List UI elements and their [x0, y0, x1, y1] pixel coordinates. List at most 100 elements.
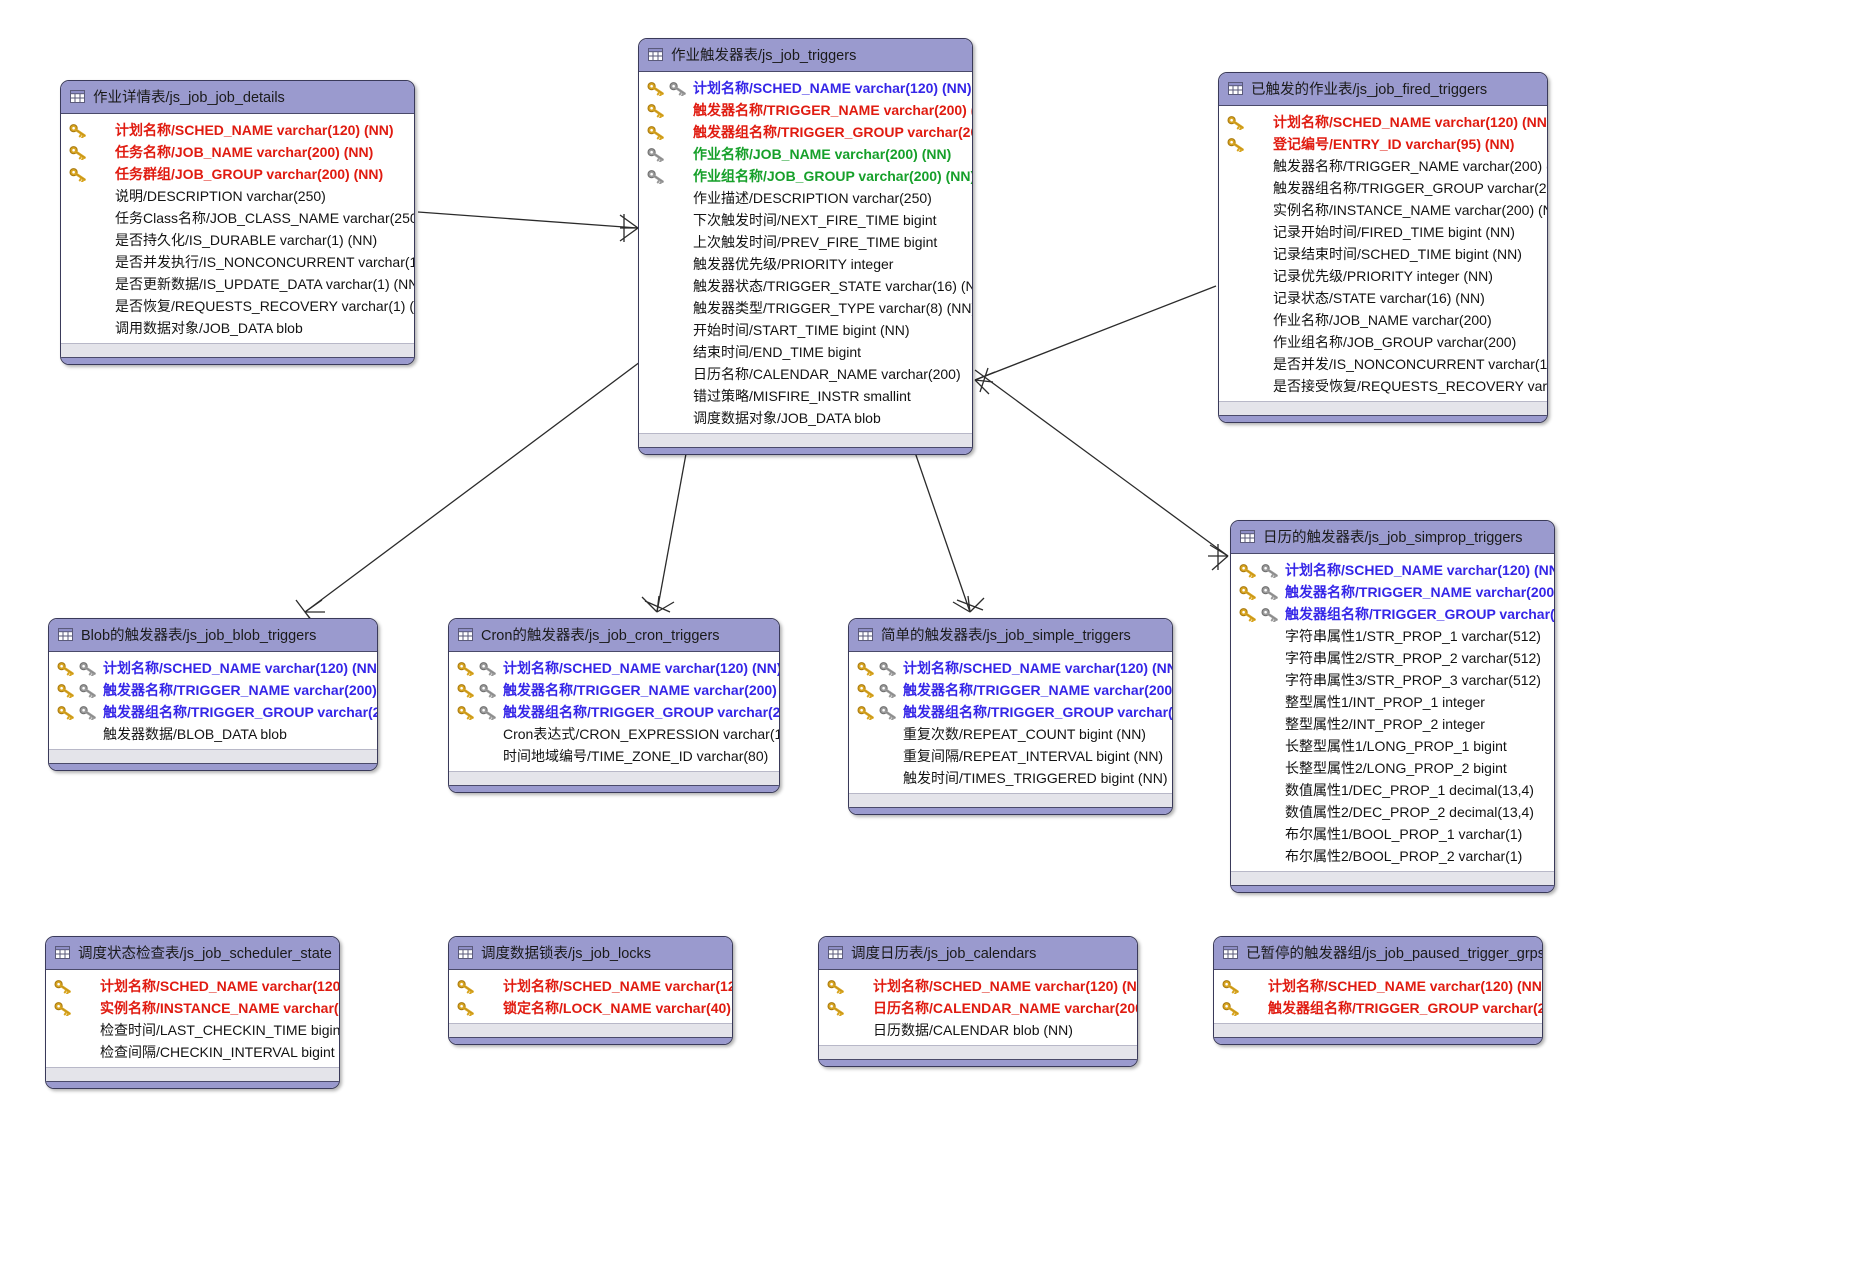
table-field-row[interactable]: 时间地域编号/TIME_ZONE_ID varchar(80) — [449, 745, 779, 767]
table-field-row[interactable]: 触发器组名称/TRIGGER_GROUP varchar(200) (NN) — [449, 701, 779, 723]
table-field-row[interactable]: 错过策略/MISFIRE_INSTR smallint — [639, 385, 972, 407]
table-field-row[interactable]: 触发器名称/TRIGGER_NAME varchar(200) (NN) — [1219, 155, 1547, 177]
table-field-row[interactable]: 计划名称/SCHED_NAME varchar(120) (NN) — [449, 975, 732, 997]
table-field-row[interactable]: 长整型属性2/LONG_PROP_2 bigint — [1231, 757, 1554, 779]
table-field-row[interactable]: 字符串属性3/STR_PROP_3 varchar(512) — [1231, 669, 1554, 691]
table-field-row[interactable]: 记录开始时间/FIRED_TIME bigint (NN) — [1219, 221, 1547, 243]
table-header-job_locks[interactable]: 调度数据锁表/js_job_locks — [449, 937, 732, 970]
table-field-row[interactable]: 记录状态/STATE varchar(16) (NN) — [1219, 287, 1547, 309]
entity-table-job_paused_trigger_grps[interactable]: 已暂停的触发器组/js_job_paused_trigger_grps 计划名称/… — [1213, 936, 1543, 1045]
table-field-row[interactable]: 计划名称/SCHED_NAME varchar(120) (NN) — [1231, 559, 1554, 581]
table-field-row[interactable]: 实例名称/INSTANCE_NAME varchar(200) (NN) — [46, 997, 339, 1019]
table-field-row[interactable]: 作业组名称/JOB_GROUP varchar(200) (NN) — [639, 165, 972, 187]
table-field-row[interactable]: 日历名称/CALENDAR_NAME varchar(200) (NN) — [819, 997, 1137, 1019]
table-header-job_paused_trigger_grps[interactable]: 已暂停的触发器组/js_job_paused_trigger_grps — [1214, 937, 1542, 970]
entity-table-job_scheduler_state[interactable]: 调度状态检查表/js_job_scheduler_state 计划名称/SCHED… — [45, 936, 340, 1089]
table-field-row[interactable]: 触发器优先级/PRIORITY integer — [639, 253, 972, 275]
table-field-row[interactable]: 计划名称/SCHED_NAME varchar(120) (NN) — [449, 657, 779, 679]
table-field-row[interactable]: Cron表达式/CRON_EXPRESSION varchar(120) (NN… — [449, 723, 779, 745]
table-field-row[interactable]: 是否并发执行/IS_NONCONCURRENT varchar(1) (NN) — [61, 251, 414, 273]
table-field-row[interactable]: 触发器名称/TRIGGER_NAME varchar(200) (NN) — [49, 679, 377, 701]
table-field-row[interactable]: 计划名称/SCHED_NAME varchar(120) (NN) — [849, 657, 1172, 679]
entity-table-job_triggers[interactable]: 作业触发器表/js_job_triggers 计划名称/SCHED_NAME va… — [638, 38, 973, 455]
entity-table-job_simple_triggers[interactable]: 简单的触发器表/js_job_simple_triggers 计划名称/SCHED… — [848, 618, 1173, 815]
table-field-row[interactable]: 调用数据对象/JOB_DATA blob — [61, 317, 414, 339]
table-header-job_fired_triggers[interactable]: 已触发的作业表/js_job_fired_triggers — [1219, 73, 1547, 106]
entity-table-job_locks[interactable]: 调度数据锁表/js_job_locks 计划名称/SCHED_NAME varch… — [448, 936, 733, 1045]
table-field-row[interactable]: 上次触发时间/PREV_FIRE_TIME bigint — [639, 231, 972, 253]
table-field-row[interactable]: 触发器数据/BLOB_DATA blob — [49, 723, 377, 745]
table-field-row[interactable]: 作业名称/JOB_NAME varchar(200) (NN) — [639, 143, 972, 165]
table-field-row[interactable]: 计划名称/SCHED_NAME varchar(120) (NN) — [1219, 111, 1547, 133]
table-field-row[interactable]: 是否恢复/REQUESTS_RECOVERY varchar(1) (NN) — [61, 295, 414, 317]
table-field-row[interactable]: 任务名称/JOB_NAME varchar(200) (NN) — [61, 141, 414, 163]
table-field-row[interactable]: 任务群组/JOB_GROUP varchar(200) (NN) — [61, 163, 414, 185]
table-field-row[interactable]: 重复次数/REPEAT_COUNT bigint (NN) — [849, 723, 1172, 745]
table-field-row[interactable]: 触发器组名称/TRIGGER_GROUP varchar(200) (NN) — [49, 701, 377, 723]
table-field-row[interactable]: 触发器名称/TRIGGER_NAME varchar(200) (NN) — [849, 679, 1172, 701]
table-field-row[interactable]: 是否并发/IS_NONCONCURRENT varchar(1) — [1219, 353, 1547, 375]
table-field-row[interactable]: 计划名称/SCHED_NAME varchar(120) (NN) — [49, 657, 377, 679]
entity-table-job_calendars[interactable]: 调度日历表/js_job_calendars 计划名称/SCHED_NAME va… — [818, 936, 1138, 1067]
table-field-row[interactable]: 整型属性2/INT_PROP_2 integer — [1231, 713, 1554, 735]
table-field-row[interactable]: 触发器组名称/TRIGGER_GROUP varchar(200) (NN) — [1219, 177, 1547, 199]
table-header-job_simple_triggers[interactable]: 简单的触发器表/js_job_simple_triggers — [849, 619, 1172, 652]
table-header-job_calendars[interactable]: 调度日历表/js_job_calendars — [819, 937, 1137, 970]
table-field-row[interactable]: 日历数据/CALENDAR blob (NN) — [819, 1019, 1137, 1041]
table-field-row[interactable]: 是否接受恢复/REQUESTS_RECOVERY varchar(1) — [1219, 375, 1547, 397]
table-field-row[interactable]: 字符串属性2/STR_PROP_2 varchar(512) — [1231, 647, 1554, 669]
table-field-row[interactable]: 记录优先级/PRIORITY integer (NN) — [1219, 265, 1547, 287]
table-field-row[interactable]: 结束时间/END_TIME bigint — [639, 341, 972, 363]
table-field-row[interactable]: 开始时间/START_TIME bigint (NN) — [639, 319, 972, 341]
table-field-row[interactable]: 计划名称/SCHED_NAME varchar(120) (NN) — [1214, 975, 1542, 997]
table-field-row[interactable]: 长整型属性1/LONG_PROP_1 bigint — [1231, 735, 1554, 757]
table-field-row[interactable]: 触发器组名称/TRIGGER_GROUP varchar(200) (NN) — [1231, 603, 1554, 625]
table-header-job_triggers[interactable]: 作业触发器表/js_job_triggers — [639, 39, 972, 72]
table-field-row[interactable]: 计划名称/SCHED_NAME varchar(120) (NN) — [46, 975, 339, 997]
table-header-job_blob_triggers[interactable]: Blob的触发器表/js_job_blob_triggers — [49, 619, 377, 652]
entity-table-job_cron_triggers[interactable]: Cron的触发器表/js_job_cron_triggers 计划名称/SCHED… — [448, 618, 780, 793]
table-field-row[interactable]: 数值属性2/DEC_PROP_2 decimal(13,4) — [1231, 801, 1554, 823]
table-field-row[interactable]: 布尔属性2/BOOL_PROP_2 varchar(1) — [1231, 845, 1554, 867]
table-field-row[interactable]: 作业组名称/JOB_GROUP varchar(200) — [1219, 331, 1547, 353]
table-field-row[interactable]: 触发器状态/TRIGGER_STATE varchar(16) (NN) — [639, 275, 972, 297]
table-field-row[interactable]: 作业名称/JOB_NAME varchar(200) — [1219, 309, 1547, 331]
table-field-row[interactable]: 作业描述/DESCRIPTION varchar(250) — [639, 187, 972, 209]
table-field-row[interactable]: 字符串属性1/STR_PROP_1 varchar(512) — [1231, 625, 1554, 647]
table-field-row[interactable]: 锁定名称/LOCK_NAME varchar(40) (NN) — [449, 997, 732, 1019]
table-field-row[interactable]: 检查时间/LAST_CHECKIN_TIME bigint (NN) — [46, 1019, 339, 1041]
table-field-row[interactable]: 触发时间/TIMES_TRIGGERED bigint (NN) — [849, 767, 1172, 789]
entity-table-job_simprop_triggers[interactable]: 日历的触发器表/js_job_simprop_triggers 计划名称/SCHE… — [1230, 520, 1555, 893]
table-field-row[interactable]: 触发器名称/TRIGGER_NAME varchar(200) (NN) — [639, 99, 972, 121]
table-field-row[interactable]: 下次触发时间/NEXT_FIRE_TIME bigint — [639, 209, 972, 231]
table-header-job_simprop_triggers[interactable]: 日历的触发器表/js_job_simprop_triggers — [1231, 521, 1554, 554]
entity-table-job_blob_triggers[interactable]: Blob的触发器表/js_job_blob_triggers 计划名称/SCHED… — [48, 618, 378, 771]
table-field-row[interactable]: 触发器名称/TRIGGER_NAME varchar(200) (NN) — [1231, 581, 1554, 603]
table-field-row[interactable]: 说明/DESCRIPTION varchar(250) — [61, 185, 414, 207]
table-field-row[interactable]: 触发器类型/TRIGGER_TYPE varchar(8) (NN) — [639, 297, 972, 319]
table-field-row[interactable]: 整型属性1/INT_PROP_1 integer — [1231, 691, 1554, 713]
table-field-row[interactable]: 实例名称/INSTANCE_NAME varchar(200) (NN) — [1219, 199, 1547, 221]
table-field-row[interactable]: 是否持久化/IS_DURABLE varchar(1) (NN) — [61, 229, 414, 251]
table-field-row[interactable]: 触发器名称/TRIGGER_NAME varchar(200) (NN) — [449, 679, 779, 701]
table-field-row[interactable]: 触发器组名称/TRIGGER_GROUP varchar(200) (NN) — [1214, 997, 1542, 1019]
table-field-row[interactable]: 触发器组名称/TRIGGER_GROUP varchar(200) (NN) — [639, 121, 972, 143]
table-field-row[interactable]: 记录结束时间/SCHED_TIME bigint (NN) — [1219, 243, 1547, 265]
table-header-job_cron_triggers[interactable]: Cron的触发器表/js_job_cron_triggers — [449, 619, 779, 652]
table-header-job_scheduler_state[interactable]: 调度状态检查表/js_job_scheduler_state — [46, 937, 339, 970]
table-header-job_job_details[interactable]: 作业详情表/js_job_job_details — [61, 81, 414, 114]
table-field-row[interactable]: 日历名称/CALENDAR_NAME varchar(200) — [639, 363, 972, 385]
table-field-row[interactable]: 计划名称/SCHED_NAME varchar(120) (NN) — [819, 975, 1137, 997]
table-field-row[interactable]: 检查间隔/CHECKIN_INTERVAL bigint (NN) — [46, 1041, 339, 1063]
table-field-row[interactable]: 触发器组名称/TRIGGER_GROUP varchar(200) (NN) — [849, 701, 1172, 723]
table-field-row[interactable]: 计划名称/SCHED_NAME varchar(120) (NN) — [61, 119, 414, 141]
entity-table-job_job_details[interactable]: 作业详情表/js_job_job_details 计划名称/SCHED_NAME … — [60, 80, 415, 365]
table-field-row[interactable]: 重复间隔/REPEAT_INTERVAL bigint (NN) — [849, 745, 1172, 767]
table-field-row[interactable]: 是否更新数据/IS_UPDATE_DATA varchar(1) (NN) — [61, 273, 414, 295]
table-field-row[interactable]: 布尔属性1/BOOL_PROP_1 varchar(1) — [1231, 823, 1554, 845]
table-field-row[interactable]: 任务Class名称/JOB_CLASS_NAME varchar(250) (N… — [61, 207, 414, 229]
table-field-row[interactable]: 计划名称/SCHED_NAME varchar(120) (NN) — [639, 77, 972, 99]
table-field-row[interactable]: 调度数据对象/JOB_DATA blob — [639, 407, 972, 429]
table-field-row[interactable]: 登记编号/ENTRY_ID varchar(95) (NN) — [1219, 133, 1547, 155]
entity-table-job_fired_triggers[interactable]: 已触发的作业表/js_job_fired_triggers 计划名称/SCHED_… — [1218, 72, 1548, 423]
